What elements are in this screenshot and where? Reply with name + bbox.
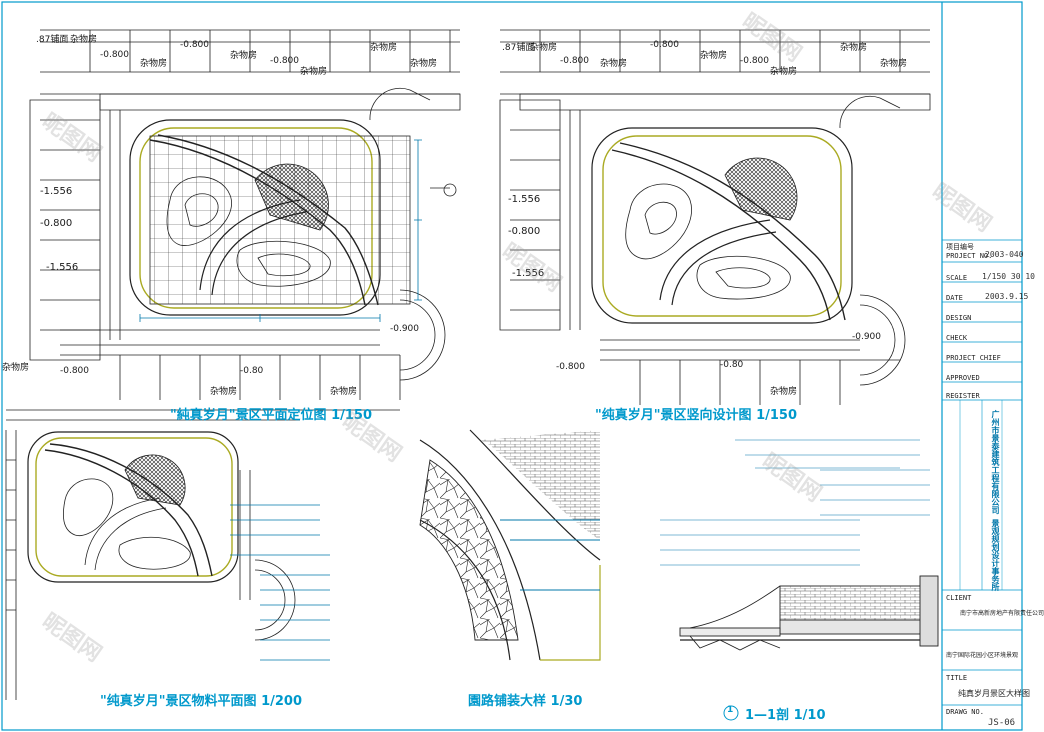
room-label: 杂物房: [2, 363, 30, 373]
register-label: REGISTER: [946, 392, 980, 400]
vertical-design-drawing: [499, 29, 931, 405]
room-label: 杂物房: [230, 51, 258, 61]
scale-label: SCALE: [946, 274, 968, 282]
elevation-label: -0.800: [60, 366, 90, 376]
room-label: 杂物房: [410, 59, 438, 69]
room-label: 杂物房: [600, 59, 628, 69]
client-label: CLIENT: [946, 594, 972, 602]
scale-value: 1/150 30 10: [982, 272, 1035, 281]
elevation-label: -1.556: [512, 268, 545, 279]
elevation-label: -0.800: [560, 56, 590, 66]
room-label: 杂物房: [140, 59, 168, 69]
date-label: DATE: [946, 294, 963, 302]
room-label: 杂物房: [330, 387, 358, 397]
drawing-title: 纯真岁月景区大样图: [958, 689, 1030, 698]
title-label: TITLE: [946, 674, 968, 682]
elevation-label: -0.800: [508, 226, 541, 237]
company-name: 广州市景泰建筑工程有限公司 景观规划设计事务所: [991, 410, 1000, 591]
room-label: 杂物房: [370, 43, 398, 53]
room-label: 杂物房: [880, 59, 908, 69]
room-label: 杂物房: [770, 67, 798, 77]
vertical-design-title: "纯真岁月"景区竖向设计图 1/150: [595, 408, 798, 423]
elevation-label: -0.800: [556, 362, 586, 372]
material-plan-title: "纯真岁月"景区物料平面图 1/200: [100, 694, 303, 709]
elevation-label: -0.800: [270, 56, 300, 66]
elevation-label: -1.556: [46, 262, 79, 273]
room-label: 杂物房: [700, 51, 728, 61]
sheet-border: [1, 1, 1023, 731]
room-label: 杂物房: [770, 387, 798, 397]
shop-label: .87铺面: [36, 35, 69, 45]
section-marker: 1: [727, 705, 734, 715]
design-label: DESIGN: [946, 314, 972, 322]
paving-detail-title: 園路铺装大样 1/30: [468, 694, 583, 709]
client-name: 南宁市高新房地产有限责任公司: [960, 610, 1044, 617]
elevation-label: -0.80: [240, 366, 264, 376]
project-name: 南宁国际花园小区环境景观: [946, 652, 1019, 659]
layout-plan-title: "純真岁月"景区平面定位图 1/150: [170, 408, 373, 423]
project-no-label: 项目编号: [946, 243, 974, 251]
elevation-label: -0.800: [40, 218, 73, 229]
shop-label: .87铺面: [502, 43, 535, 53]
approved-label: APPROVED: [946, 374, 980, 382]
elevation-label: -0.800: [650, 40, 680, 50]
drawing-no-value: JS-06: [988, 718, 1016, 728]
drawing-no-label: DRAWG NO.: [946, 708, 984, 716]
elevation-label: -1.556: [40, 186, 73, 197]
elevation-label: -1.556: [508, 194, 541, 205]
paving-detail-drawing: [419, 429, 601, 661]
project-chief-label: PROJECT CHIEF: [946, 354, 1001, 362]
title-block: [942, 239, 1022, 706]
elevation-label: -0.900: [390, 324, 420, 334]
project-no-value: 2003-040: [985, 250, 1024, 259]
room-label: 杂物房: [70, 35, 98, 45]
elevation-label: -0.900: [852, 332, 882, 342]
check-label: CHECK: [946, 334, 968, 342]
section-title: 1—1剖 1/10: [745, 708, 826, 723]
elevation-label: -0.800: [740, 56, 770, 66]
elevation-label: -0.80: [720, 360, 744, 370]
date-value: 2003.9.15: [985, 292, 1029, 301]
section-detail-drawing: [660, 439, 939, 721]
material-plan-drawing: [5, 409, 400, 700]
elevation-label: -0.800: [100, 50, 130, 60]
project-no-label-en: PROJECT NO.: [946, 252, 993, 260]
room-label: 杂物房: [300, 67, 328, 77]
room-label: 杂物房: [840, 43, 868, 53]
layout-plan-drawing: [29, 29, 461, 400]
room-label: 杂物房: [210, 387, 238, 397]
room-label: 杂物房: [530, 43, 558, 53]
elevation-label: -0.800: [180, 40, 210, 50]
